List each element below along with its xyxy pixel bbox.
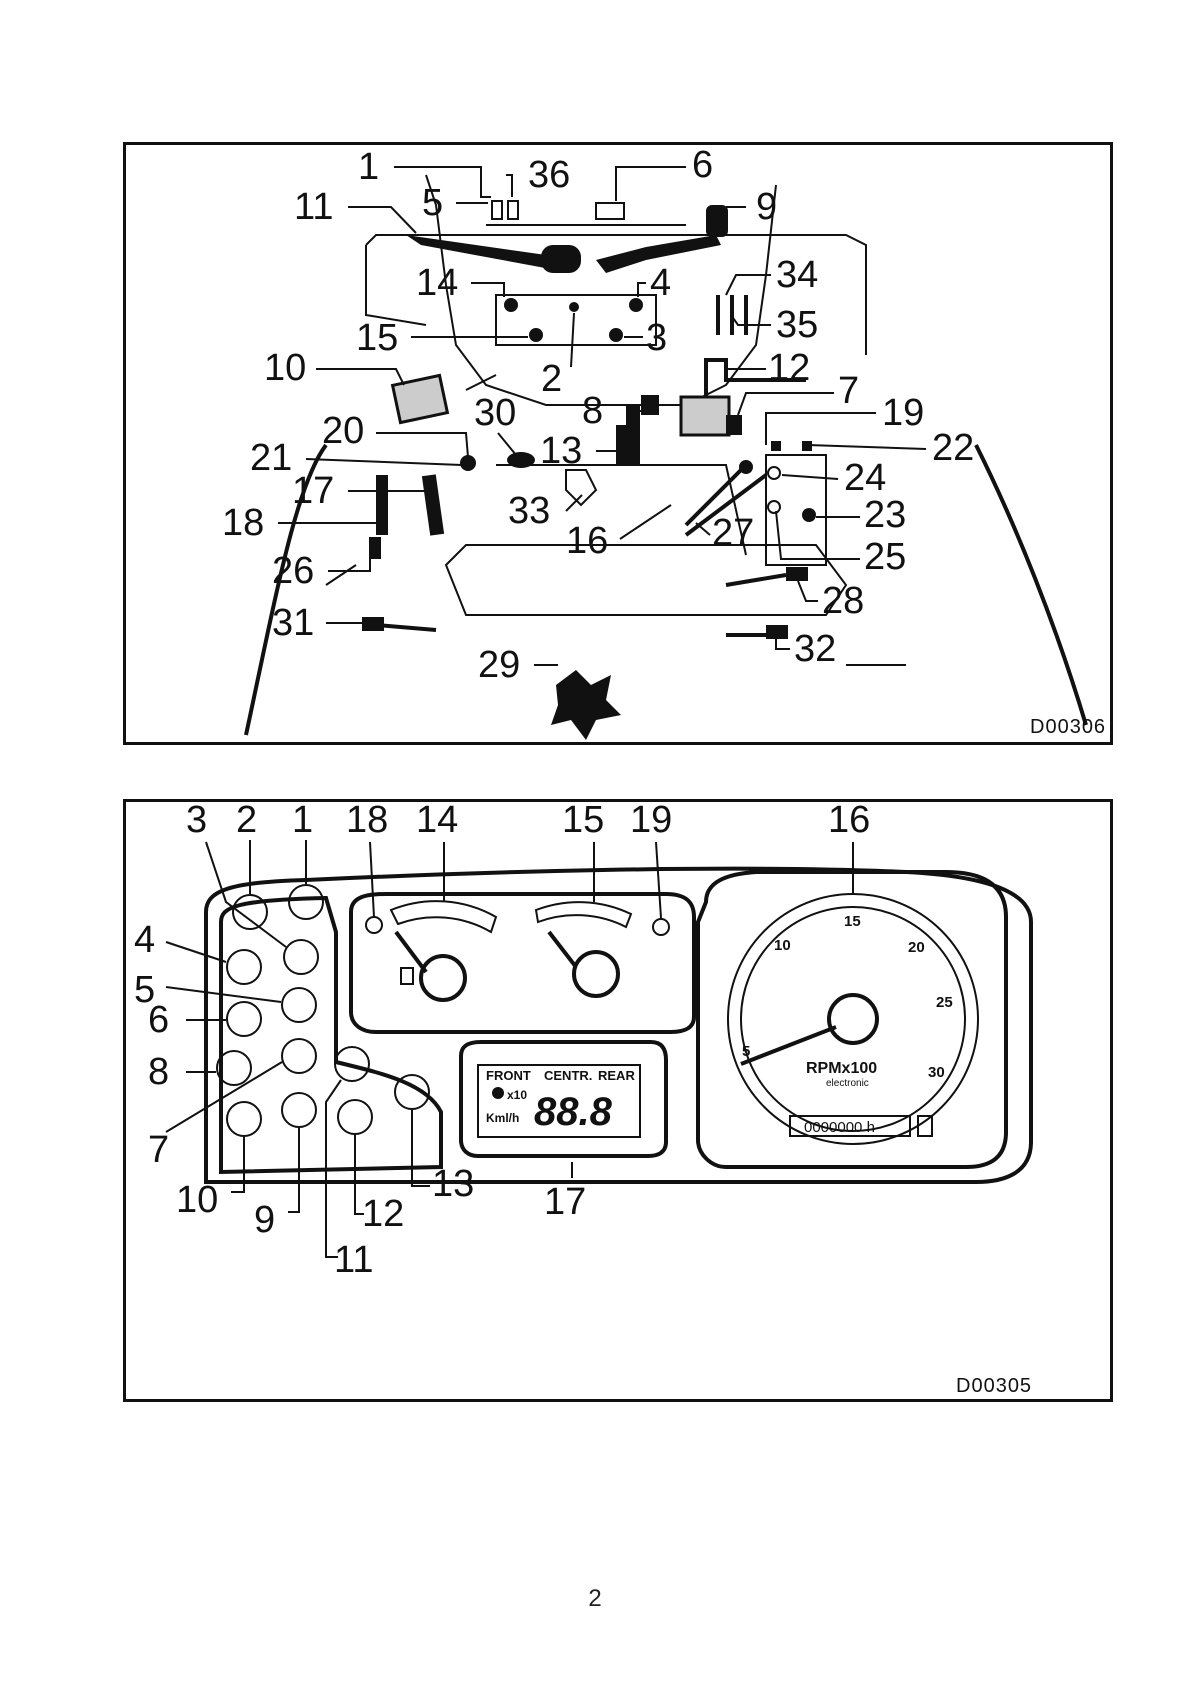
bottom-label-19: 19 [630, 802, 672, 841]
tach-tick-30: 30 [928, 1064, 945, 1081]
top-label-21: 21 [250, 437, 292, 479]
top-figure-code: D00306 [1030, 716, 1106, 738]
top-label-7: 7 [838, 370, 859, 412]
top-label-1: 1 [358, 146, 379, 188]
bottom-label-12: 12 [362, 1193, 404, 1235]
top-label-22: 22 [932, 427, 974, 469]
top-label-28: 28 [822, 580, 864, 622]
top-label-9: 9 [756, 186, 777, 228]
bottom-label-17: 17 [544, 1181, 586, 1223]
bottom-label-3: 3 [186, 802, 207, 841]
bottom-label-8: 8 [148, 1051, 169, 1093]
display-centr-label: CENTR. [544, 1068, 592, 1083]
top-label-36: 36 [528, 154, 570, 196]
controls-diagram-panel: 1 36 6 11 5 9 14 4 34 15 3 35 10 2 12 7 … [123, 142, 1113, 745]
top-label-20: 20 [322, 410, 364, 452]
four-wd-lamp-icon [282, 988, 316, 1022]
tach-tick-10: 10 [774, 937, 791, 954]
display-rear-label: REAR [598, 1068, 635, 1083]
top-label-15: 15 [356, 317, 398, 359]
tractor-lamp-icon [282, 1093, 316, 1127]
top-label-18: 18 [222, 502, 264, 544]
top-label-3: 3 [646, 317, 667, 359]
display-kmh-label: Kml/h [486, 1111, 519, 1125]
bottom-figure-code: D00305 [956, 1375, 1032, 1397]
top-label-24: 24 [844, 457, 886, 499]
display-digits: 88.8 [534, 1090, 613, 1134]
bottom-label-11: 11 [334, 1239, 373, 1281]
tach-tick-25: 25 [936, 994, 953, 1011]
instrument-cluster-panel: FRONT CENTR. REAR x10 Kml/h 88.8 5 10 15… [123, 799, 1113, 1402]
preheat-lamp-icon [227, 950, 261, 984]
bottom-label-4: 4 [134, 919, 155, 961]
top-label-32: 32 [794, 628, 836, 670]
top-label-27: 27 [712, 512, 754, 554]
bottom-label-9: 9 [254, 1199, 275, 1241]
top-label-31: 31 [272, 602, 314, 644]
page-number: 2 [0, 1585, 1190, 1613]
top-label-26: 26 [272, 550, 314, 592]
pto-lamp-icon [227, 1002, 261, 1036]
bottom-label-1: 1 [292, 802, 313, 841]
top-label-29: 29 [478, 644, 520, 686]
bottom-label-13: 13 [432, 1163, 474, 1205]
bottom-label-6: 6 [148, 999, 169, 1041]
oil-lamp-icon [289, 885, 323, 919]
top-label-13: 13 [540, 430, 582, 472]
top-label-16: 16 [566, 520, 608, 562]
top-label-14: 14 [416, 262, 458, 304]
tach-tick-20: 20 [908, 939, 925, 956]
top-label-2: 2 [541, 358, 562, 400]
top-label-4: 4 [650, 262, 671, 304]
air-filter-lamp-icon [284, 940, 318, 974]
tach-unit: RPMx100 [806, 1060, 877, 1077]
top-label-23: 23 [864, 494, 906, 536]
top-label-12: 12 [768, 347, 810, 389]
top-label-30: 30 [474, 392, 516, 434]
top-label-33: 33 [508, 490, 550, 532]
top-label-34: 34 [776, 254, 818, 296]
top-label-19: 19 [882, 392, 924, 434]
display-x10-label: x10 [507, 1088, 527, 1102]
instrument-cluster-diagram: FRONT CENTR. REAR x10 Kml/h 88.8 5 10 15… [126, 802, 1110, 1399]
display-front-label: FRONT [486, 1068, 531, 1083]
top-label-25: 25 [864, 536, 906, 578]
top-label-5: 5 [422, 182, 443, 224]
top-label-6: 6 [692, 145, 713, 186]
bottom-label-7: 7 [148, 1129, 169, 1171]
bottom-label-16: 16 [828, 802, 870, 841]
hour-meter: 0000000 h [804, 1119, 875, 1136]
tach-tick-5: 5 [742, 1043, 750, 1060]
hydraulic-lamp-icon [227, 1102, 261, 1136]
bottom-label-14: 14 [416, 802, 458, 841]
bottom-label-18: 18 [346, 802, 388, 841]
controls-diagram: 1 36 6 11 5 9 14 4 34 15 3 35 10 2 12 7 … [126, 145, 1110, 742]
top-label-35: 35 [776, 304, 818, 346]
tach-tick-15: 15 [844, 913, 861, 930]
tach-subtitle: electronic [826, 1078, 869, 1089]
top-labels: 1 36 6 11 5 9 14 4 34 15 3 35 10 2 12 7 … [222, 145, 974, 686]
trailer-signal-lamp-icon [338, 1100, 372, 1134]
bottom-label-2: 2 [236, 802, 257, 841]
bottom-label-15: 15 [562, 802, 604, 841]
diff-lock-lamp-icon [282, 1039, 316, 1073]
bottom-label-10: 10 [176, 1179, 218, 1221]
top-label-17: 17 [292, 470, 334, 512]
top-label-10: 10 [264, 347, 306, 389]
top-label-8: 8 [582, 390, 603, 432]
top-label-11: 11 [294, 186, 333, 228]
